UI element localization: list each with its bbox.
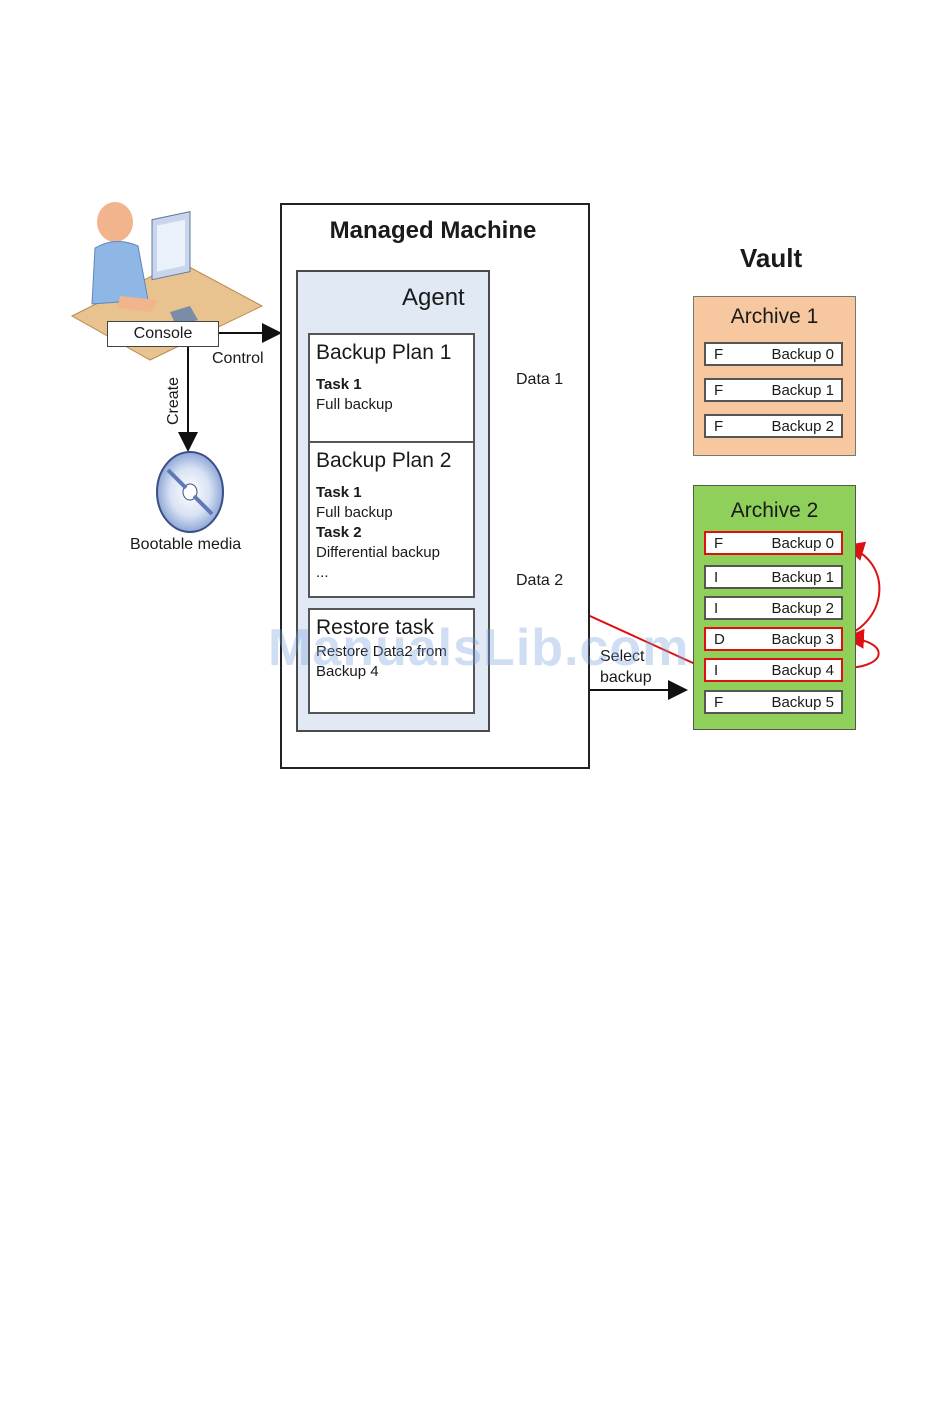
restore-task-description: Restore Data2 from Backup 4 (316, 643, 447, 680)
backup-name: Backup 5 (771, 694, 834, 711)
backup-type: I (714, 569, 719, 586)
task-description: Full backup (316, 396, 393, 413)
backup-name: Backup 4 (771, 662, 834, 679)
data-1-label: Data 1 (516, 371, 564, 388)
backup-plan-title: Backup Plan 1 (316, 341, 452, 364)
backup-name: Backup 1 (771, 382, 834, 399)
managed-machine-title: Managed Machine (329, 217, 537, 244)
backup-type: F (714, 418, 724, 435)
restore-task: Restore task Restore Data2 from Backup 4 (308, 608, 475, 714)
backup-type: I (714, 662, 719, 679)
archive-backup-row: I Backup 1 (704, 565, 843, 589)
archive-backup-row: F Backup 1 (704, 378, 843, 402)
data-2-label: Data 2 (516, 572, 564, 589)
vault-title: Vault (740, 243, 803, 273)
backup-type: F (714, 346, 724, 363)
backup-name: Backup 0 (771, 535, 834, 552)
backup-name: Backup 2 (771, 600, 834, 617)
task-label: Task 1 (316, 484, 362, 501)
task-description: Full backup (316, 504, 393, 521)
console-label[interactable]: Console (107, 321, 219, 347)
archive-backup-row: F Backup 5 (704, 690, 843, 714)
agent-title: Agent (402, 284, 465, 311)
archive-backup-row: I Backup 2 (704, 596, 843, 620)
restore-task-title: Restore task (316, 616, 434, 639)
task-description: Differential backup (316, 544, 440, 561)
task-label: Task 2 (316, 524, 362, 541)
archive-backup-row: F Backup 0 (704, 342, 843, 366)
task-label: Task 1 (316, 376, 362, 393)
backup-type: I (714, 600, 719, 617)
cd-icon (156, 451, 224, 533)
archive-backup-row: I Backup 4 (704, 658, 843, 682)
backup-name: Backup 1 (771, 569, 834, 586)
control-label: Control (212, 350, 264, 367)
create-label: Create (165, 376, 183, 426)
backup-name: Backup 2 (771, 418, 834, 435)
backup-type: D (714, 631, 725, 648)
archive-backup-row: D Backup 3 (704, 627, 843, 651)
backup-plan-1: Backup Plan 1 Task 1 Full backup (308, 333, 475, 455)
archive-1: Archive 1 F Backup 0 F Backup 1 F Backup 2 (693, 296, 856, 456)
watermark-text: ManualsLib.com (268, 619, 690, 677)
backup-name: Backup 0 (771, 346, 834, 363)
bootable-media-label: Bootable media (130, 536, 242, 553)
archive-title: Archive 1 (730, 305, 819, 328)
backup-type: F (714, 535, 724, 552)
select-backup-label: Select backup (600, 648, 652, 686)
backup-plan-2: Backup Plan 2 Task 1 Full backup Task 2 … (308, 441, 475, 598)
archive-title: Archive 2 (730, 499, 819, 522)
archive-backup-row: F Backup 0 (704, 531, 843, 555)
backup-type: F (714, 382, 724, 399)
backup-plan-title: Backup Plan 2 (316, 449, 452, 472)
backup-type: F (714, 694, 724, 711)
backup-name: Backup 3 (771, 631, 834, 648)
more-ellipsis: ... (316, 564, 329, 581)
archive-backup-row: F Backup 2 (704, 414, 843, 438)
